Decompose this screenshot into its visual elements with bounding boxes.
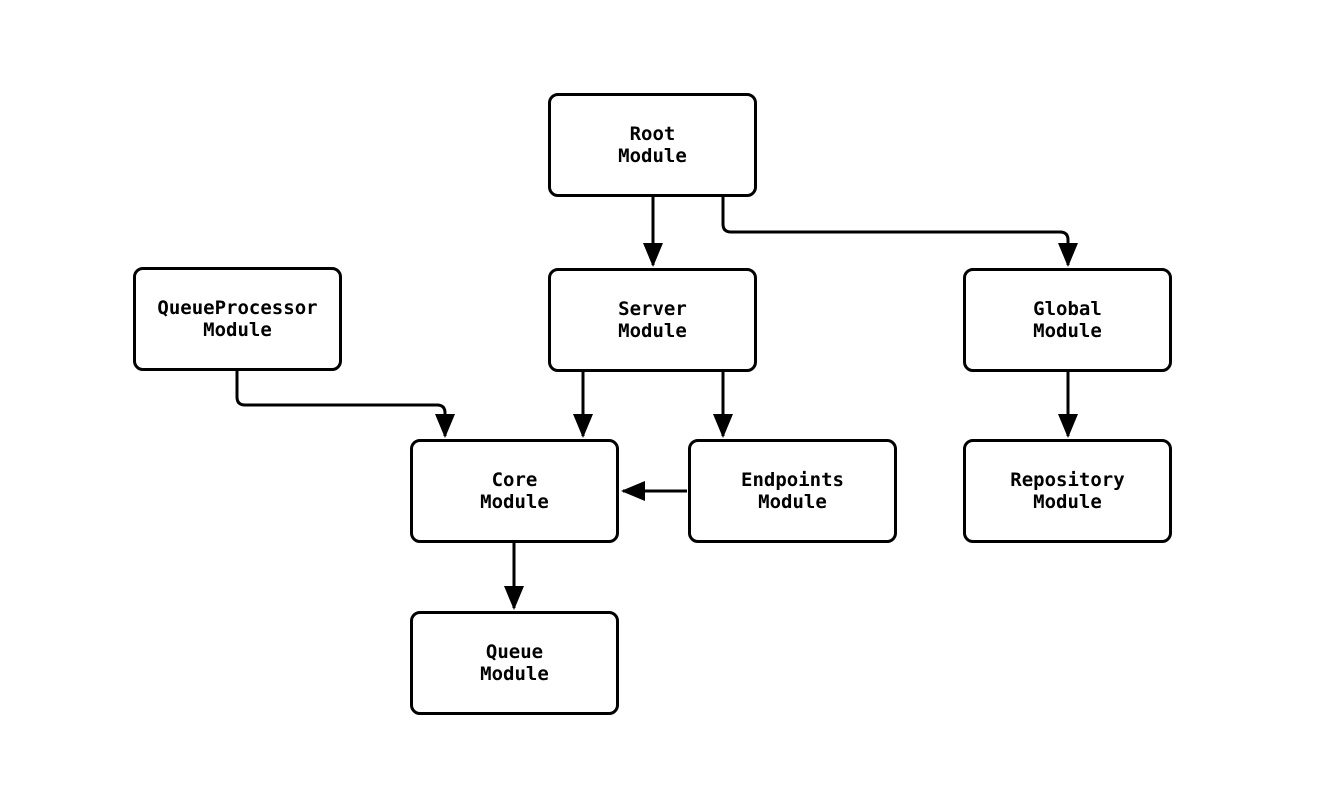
edge-root-to-global xyxy=(721,197,1078,267)
node-global-module-label-line2: Module xyxy=(1033,320,1102,342)
node-endpoints-module-label-line2: Module xyxy=(758,491,827,513)
node-global-module: Global Module xyxy=(963,268,1172,372)
node-core-module-label-line2: Module xyxy=(480,491,549,513)
node-repository-module-label-line1: Repository xyxy=(1010,469,1125,491)
node-queueprocessor-module-label-line2: Module xyxy=(203,319,272,341)
node-queue-module: Queue Module xyxy=(410,611,619,715)
node-endpoints-module: Endpoints Module xyxy=(688,439,897,543)
node-queueprocessor-module-label-line1: QueueProcessor xyxy=(157,297,318,319)
node-global-module-label-line1: Global xyxy=(1033,298,1102,320)
node-repository-module: Repository Module xyxy=(963,439,1172,543)
node-repository-module-label-line2: Module xyxy=(1033,491,1102,513)
node-root-module-label-line1: Root xyxy=(629,123,676,145)
node-queue-module-label-line2: Module xyxy=(480,663,549,685)
node-server-module-label-line1: Server xyxy=(618,298,687,320)
edge-queueprocessor-to-core xyxy=(235,371,455,438)
node-server-module: Server Module xyxy=(548,268,757,372)
node-root-module-label-line2: Module xyxy=(618,145,687,167)
node-endpoints-module-label-line1: Endpoints xyxy=(741,469,844,491)
node-queue-module-label-line1: Queue xyxy=(485,641,544,663)
node-core-module: Core Module xyxy=(410,439,619,543)
node-queueprocessor-module: QueueProcessor Module xyxy=(133,267,342,371)
node-core-module-label-line1: Core xyxy=(491,469,538,491)
node-server-module-label-line2: Module xyxy=(618,320,687,342)
node-root-module: Root Module xyxy=(548,93,757,197)
